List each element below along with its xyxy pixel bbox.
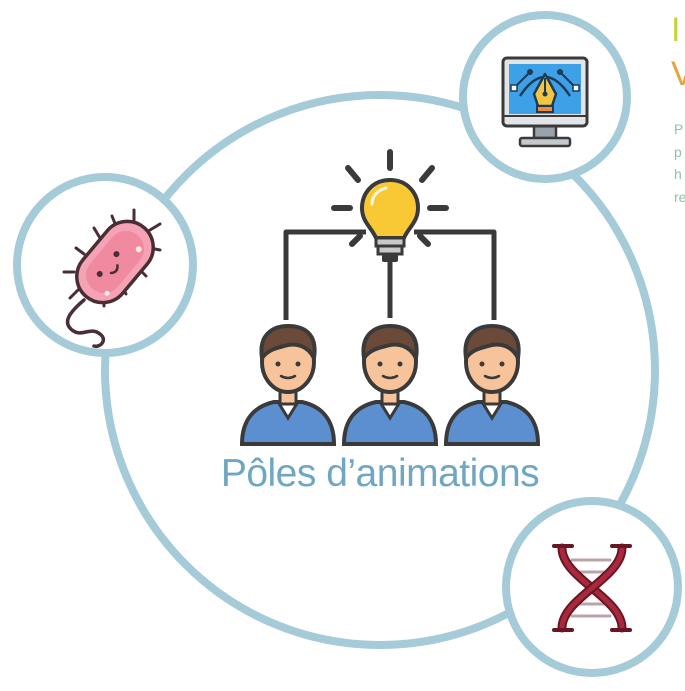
satellite-bacteria xyxy=(13,173,197,357)
bacteria-icon xyxy=(62,208,162,349)
pen-tool-monitor-icon xyxy=(501,56,589,148)
dna-icon xyxy=(552,543,632,633)
side-paragraph-line: h xyxy=(674,166,682,182)
hub-ring xyxy=(101,91,659,649)
side-paragraph-line: p xyxy=(674,143,682,160)
person-right-icon xyxy=(443,324,541,446)
side-heading-line-1: I xyxy=(671,11,681,49)
hub-title: Pôles d’animations xyxy=(220,452,540,495)
side-paragraph: P p h re xyxy=(674,118,685,208)
satellite-dna xyxy=(502,497,682,677)
side-paragraph-line: re xyxy=(674,188,685,205)
satellite-design-computer xyxy=(459,11,631,183)
side-paragraph-line: P xyxy=(674,121,684,137)
team-idea-lightbulb-icon xyxy=(239,149,541,446)
side-heading: I V xyxy=(671,8,685,96)
side-heading-line-2: V xyxy=(671,55,685,93)
person-left-icon xyxy=(239,324,337,446)
person-center-icon xyxy=(341,324,439,446)
